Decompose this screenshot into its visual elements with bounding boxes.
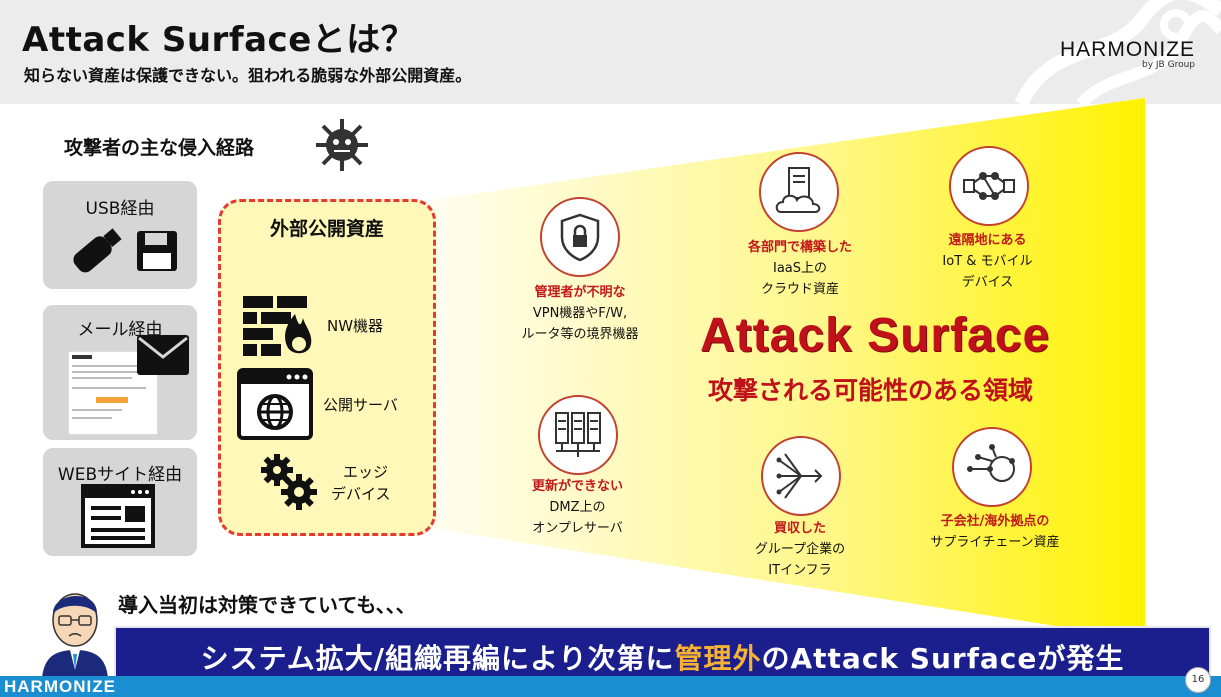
page-subtitle: 知らない資産は保護できない。狙われる脆弱な外部公開資産。	[24, 66, 472, 85]
logo-by: by JB Group	[1142, 60, 1195, 70]
banner-text-pre: システム拡大/組織再編により次第に	[200, 642, 675, 675]
web-route-card: WEBサイト経由	[43, 448, 197, 556]
vpn-line-2: ルータ等の境界機器	[521, 327, 639, 342]
routes-title: 攻撃者の主な侵入経路	[64, 137, 255, 159]
web-route-label: WEBサイト経由	[57, 465, 183, 485]
external-assets-box: 外部公開資産 NW機器 公開サーバ エッジ デバイス	[218, 199, 436, 536]
iot-circle	[949, 146, 1029, 226]
public-server-label: 公開サーバ	[323, 396, 398, 414]
cloud-line-2: クラウド資産	[760, 282, 839, 297]
page-number: 16	[1185, 667, 1211, 693]
nw-device-label: NW機器	[327, 317, 384, 335]
subsidiary-annotation: 子会社/海外拠点の サプライチェーン資産	[920, 511, 1070, 553]
envelope-icon	[137, 335, 189, 375]
vpn-line-1: VPN機器やF/W,	[532, 306, 628, 321]
cloud-annotation: 各部門で構築した IaaS上の クラウド資産	[725, 237, 875, 300]
web-page-icon	[81, 484, 155, 548]
subsidiary-red-label: 子会社/海外拠点の	[940, 514, 1050, 529]
network-nodes-icon	[963, 172, 1015, 200]
cloud-server-icon	[775, 167, 821, 213]
cloud-line-1: IaaS上の	[772, 261, 828, 276]
iot-annotation: 遠隔地にある IoT & モバイル デバイス	[915, 230, 1060, 293]
logo-name: HARMONIZE	[1060, 38, 1195, 61]
group-circle	[761, 436, 841, 516]
virus-icon	[316, 119, 368, 171]
group-annotation: 買収した グループ企業の ITインフラ	[730, 518, 870, 581]
dmz-circle	[538, 395, 618, 475]
banner-text: システム拡大/組織再編により次第に管理外のAttack Surfaceが発生	[116, 637, 1209, 677]
iot-line-2: デバイス	[961, 275, 1014, 290]
vpn-red-label: 管理者が不明な	[534, 285, 626, 300]
branch-network-icon	[967, 444, 1015, 482]
shield-lock-icon	[560, 213, 600, 262]
web-server-icon	[237, 368, 313, 440]
subsidiary-line-1: サプライチェーン資産	[930, 535, 1060, 550]
group-line-1: グループ企業の	[754, 542, 846, 557]
usb-route-label: USB経由	[85, 199, 155, 219]
harmonize-logo: HARMONIZE by JB Group	[1060, 38, 1195, 70]
footer-brand: HARMONIZE	[4, 677, 116, 696]
iot-line-1: IoT & モバイル	[942, 254, 1033, 269]
group-red-label: 買収した	[773, 521, 826, 536]
conclusion-banner: システム拡大/組織再編により次第に管理外のAttack Surfaceが発生	[114, 626, 1211, 685]
cloud-circle	[759, 152, 839, 232]
server-rack-icon	[555, 412, 601, 457]
subsidiary-circle	[952, 427, 1032, 507]
intro-text: 導入当初は対策できていても、、、	[118, 593, 416, 617]
mail-route-card: メール経由	[43, 305, 197, 440]
vpn-circle	[540, 197, 620, 277]
dmz-annotation: 更新ができない DMZ上の オンプレサーバ	[510, 476, 645, 539]
cloud-red-label: 各部門で構築した	[747, 240, 852, 255]
email-document-image	[68, 351, 158, 435]
decorative-swirl	[1014, 0, 1221, 104]
page-title: Attack Surfaceとは？	[22, 20, 416, 60]
footer-bar	[0, 676, 1221, 697]
banner-highlight: 管理外	[674, 642, 762, 675]
merge-arrows-icon	[776, 453, 823, 499]
header-band	[0, 0, 1221, 104]
firewall-icon	[243, 296, 312, 356]
dmz-line-2: オンプレサーバ	[532, 521, 623, 536]
dmz-line-1: DMZ上の	[549, 500, 606, 515]
dmz-red-label: 更新ができない	[531, 479, 623, 494]
banner-text-post: のAttack Surfaceが発生	[761, 642, 1125, 675]
attack-surface-title: Attack Surface	[700, 309, 1051, 362]
gears-icon	[261, 454, 317, 510]
external-assets-title: 外部公開資産	[269, 218, 384, 240]
iot-red-label: 遠隔地にある	[948, 233, 1027, 248]
vpn-annotation: 管理者が不明な VPN機器やF/W, ルータ等の境界機器	[500, 282, 660, 345]
edge-device-label-1: エッジ	[343, 463, 389, 481]
attack-surface-subtitle: 攻撃される可能性のある領域	[708, 376, 1034, 405]
usb-stick-icon	[73, 228, 122, 273]
floppy-disk-icon	[137, 231, 177, 271]
group-line-2: ITインフラ	[768, 563, 832, 578]
edge-device-label-2: デバイス	[331, 485, 391, 503]
worried-person-illustration	[42, 593, 108, 678]
usb-route-card: USB経由	[43, 181, 197, 289]
